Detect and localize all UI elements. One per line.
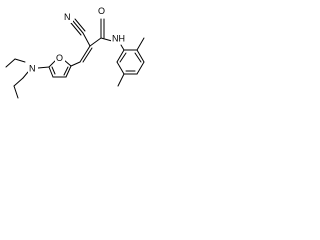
bond-nitrile-3 [70, 22, 82, 36]
bond-methyl-4 [117, 73, 125, 87]
atom-o-carbonyl: O [98, 6, 105, 16]
bond-furan-c5-o [48, 59, 57, 68]
bond-c2-vinyl [70, 61, 81, 67]
bond-ring-inner-a [134, 52, 142, 63]
atom-nh-amide: NH [112, 34, 125, 44]
bond-ring-c3-c4 [136, 61, 145, 75]
label-bg-o-furan [55, 53, 65, 64]
bond-n-ethyl2 [22, 71, 29, 79]
atom-o-furan: O [56, 53, 63, 63]
bond-n-aryl [120, 44, 125, 51]
bond-n-furanC5 [37, 66, 50, 69]
bond-furan-o-c2 [63, 59, 72, 67]
bond-vinyl-calpha [79, 45, 91, 63]
atom-labels: N O N O NH [28, 6, 128, 74]
bond-nitrile-1 [72, 20, 84, 34]
bond-furan-c2-c3-inner [63, 66, 69, 76]
bond-furan-c2-c3 [65, 65, 72, 78]
label-bg-n-nitrile [63, 12, 73, 23]
bond-ethyl2-a [13, 77, 24, 87]
bond-furan-c4-c5-inner [51, 66, 56, 75]
bond-group [5, 18, 145, 99]
label-bg-n-amide [111, 33, 128, 44]
bond-vinyl-calpha-double [82, 47, 93, 63]
label-bg-n-amine [28, 63, 38, 74]
bond-calpha-cnitrile [82, 32, 91, 47]
bond-ethyl1-a [5, 58, 16, 68]
bond-ring-c2-c3 [136, 49, 145, 63]
bond-ring-c5-c6 [116, 61, 125, 75]
bond-furan-c4-c5 [48, 66, 54, 78]
bond-carbonyl-n [100, 37, 113, 42]
bond-ring-inner-c [119, 52, 127, 63]
atom-n-nitrile: N [64, 12, 71, 22]
bond-calpha-ccarbonyl [89, 37, 102, 47]
bond-ethyl2-b [13, 85, 19, 99]
label-bg-o-carbonyl [97, 6, 107, 17]
structure-diagram: N O N O NH [5, 6, 145, 99]
atom-n-amine: N [29, 64, 36, 74]
bond-methyl-2 [136, 37, 145, 51]
bond-ethyl1-b [14, 58, 26, 63]
bond-nitrile-2 [74, 18, 86, 32]
bond-ring-c6-c1 [116, 49, 125, 63]
